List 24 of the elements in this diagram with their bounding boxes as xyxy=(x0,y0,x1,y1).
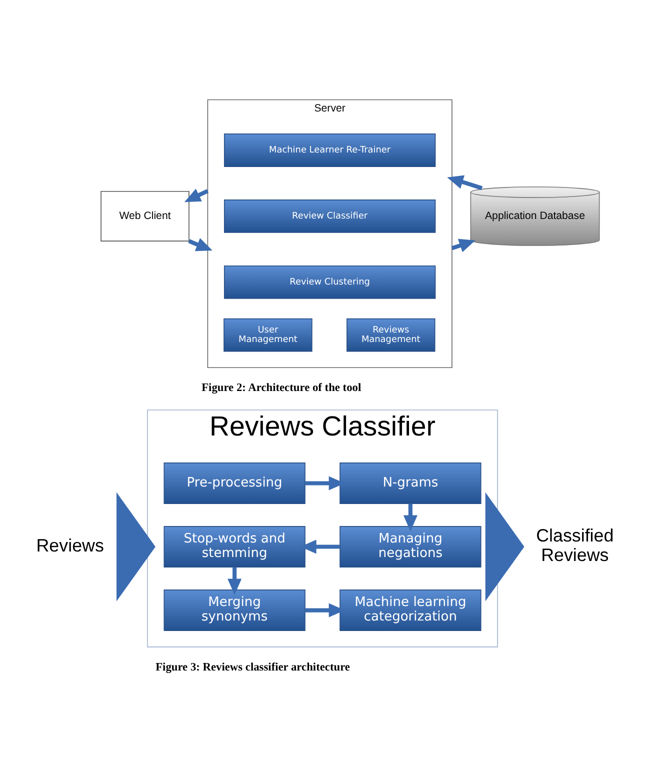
arrow xyxy=(184,188,209,202)
node-text: Classified Reviews xyxy=(536,525,614,565)
arrow xyxy=(451,238,476,252)
node-box: User Management xyxy=(224,318,312,352)
arrow xyxy=(188,238,212,251)
arrow xyxy=(228,566,242,594)
node-box: Machine Learner Re-Trainer xyxy=(224,133,436,166)
node-box: Review Clustering xyxy=(224,264,436,298)
node-box: Review Classifier xyxy=(224,199,436,232)
arrow xyxy=(403,503,418,531)
arrow xyxy=(485,492,524,601)
node-box: Web Client xyxy=(100,190,190,241)
node-box: Reviews Management xyxy=(346,318,436,352)
node-text: Reviews xyxy=(36,534,104,555)
label: Figure 2: Architecture of the tool xyxy=(202,382,362,394)
node-box: Machine learning categorization xyxy=(340,589,482,631)
arrow xyxy=(116,492,156,601)
node-box: Pre-processing xyxy=(164,462,306,504)
arrow xyxy=(447,174,483,190)
node-box: Managing negations xyxy=(340,526,482,568)
node-box: Stop-words and stemming xyxy=(164,526,306,568)
node-box: Merging synonyms xyxy=(164,589,306,631)
node-box: N-grams xyxy=(340,462,482,504)
label: Figure 3: Reviews classifier architecture xyxy=(156,660,350,673)
